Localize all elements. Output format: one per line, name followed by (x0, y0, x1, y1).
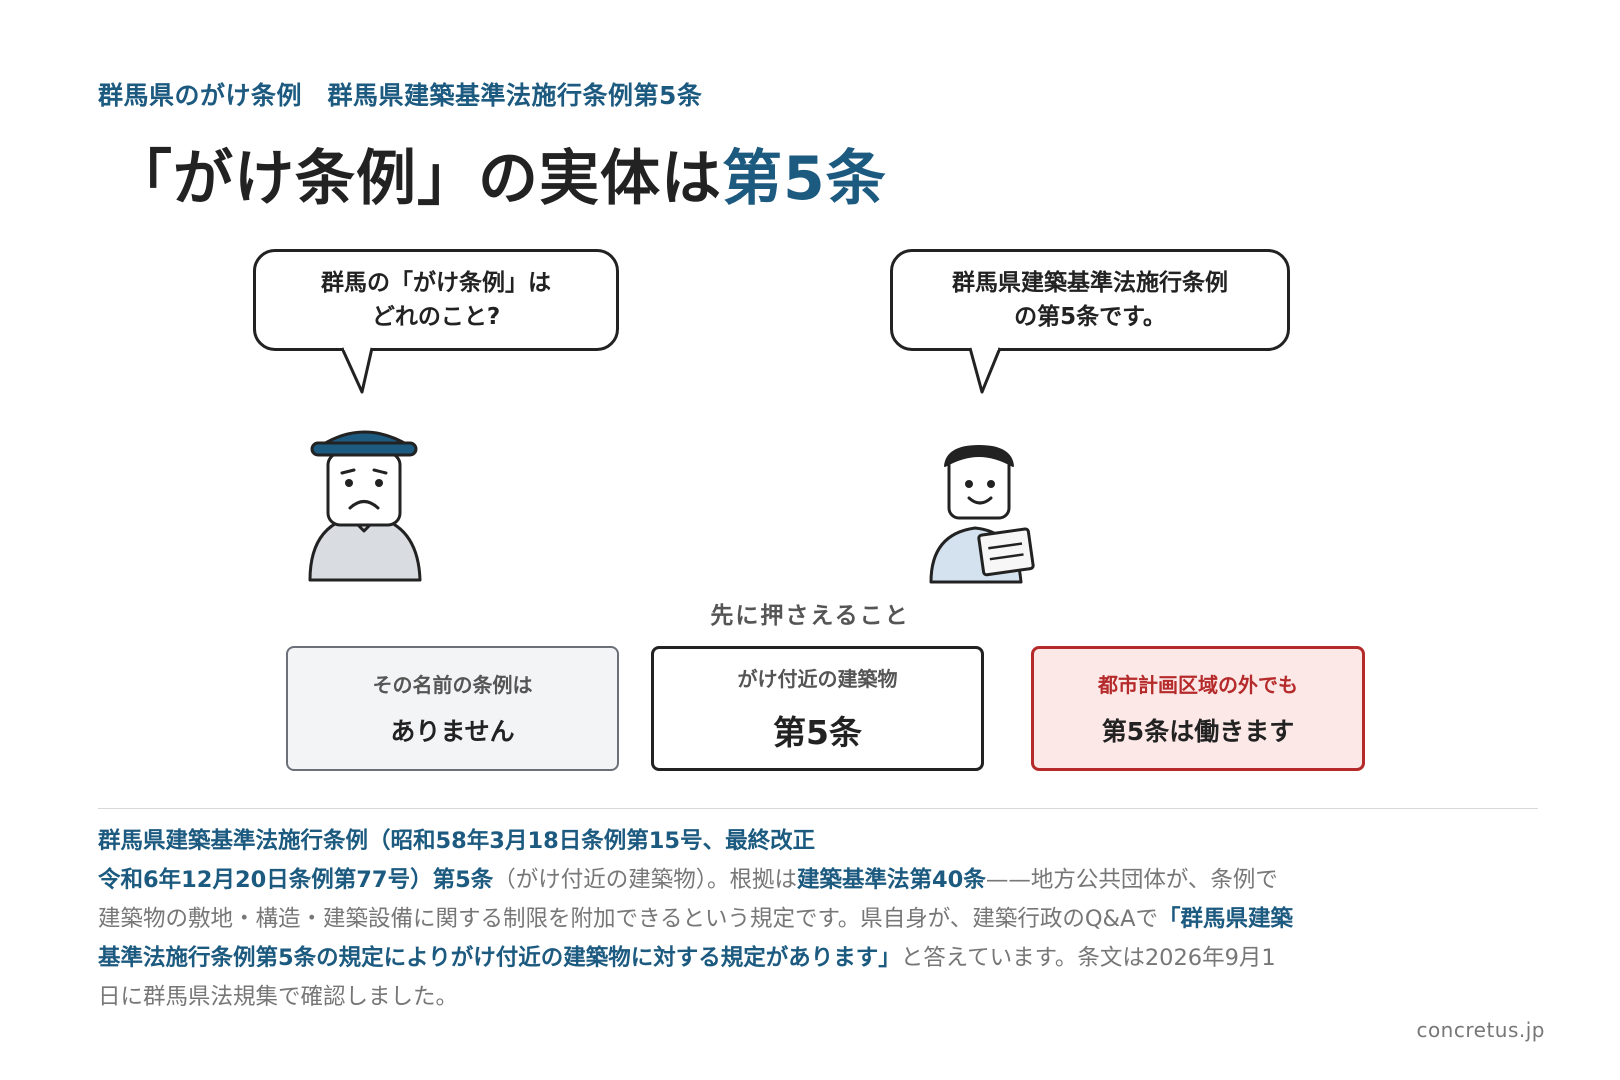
card-value: ありません (390, 717, 515, 746)
title-accent: 第5条 (722, 144, 887, 214)
card-caption: 都市計画区域の外でも (1098, 673, 1298, 697)
prefecture-quote: 「群馬県建築基準法施行条例第5条の規定によりがけ付近の建築物に対する規定がありま… (98, 906, 1294, 971)
speech-bubble-question: 群馬の「がけ条例」は どれのこと? (253, 249, 619, 351)
body-text-segment: ——地方公共団体が、条例で建築物の敷地・構造・建築設備に関する制限を附加できると… (98, 867, 1278, 932)
card-caption: その名前の条例は (372, 673, 533, 697)
card-article-5: がけ付近の建築物 第5条 (651, 646, 984, 771)
ordinance-name: 群馬県建築基準法施行条例（昭和58年3月18日条例第15号、最終改正 (98, 828, 816, 854)
bubble-line: 群馬の「がけ条例」は (321, 270, 551, 296)
bubble-line: 群馬県建築基準法施行条例 (952, 270, 1228, 296)
worried-person-with-hat-icon (308, 430, 422, 582)
law-reference: 建築基準法第40条 (797, 867, 986, 893)
speech-bubble-answer: 群馬県建築基準法施行条例 の第5条です。 (890, 249, 1290, 351)
card-value: 第5条は働きます (1101, 717, 1295, 746)
divider (98, 808, 1538, 809)
body-text-segment: と答えています。条文は2026年9月1日に群馬県法規集で確認しました。 (98, 945, 1276, 1010)
kicker-text: 群馬県のがけ条例 群馬県建築基準法施行条例第5条 (98, 81, 703, 110)
page-title: 「がけ条例」の実体は第5条 (112, 130, 887, 217)
speech-tail-left-icon (340, 346, 374, 394)
explanation-paragraph: 群馬県建築基準法施行条例（昭和58年3月18日条例第15号、最終改正令和6年12… (98, 822, 1298, 1017)
card-no-such-ordinance: その名前の条例は ありません (286, 646, 619, 771)
section-label: 先に押さえること (710, 603, 910, 629)
smiling-person-with-document-icon (929, 445, 1035, 584)
card-outside-planning-area: 都市計画区域の外でも 第5条は働きます (1031, 646, 1365, 771)
card-caption: がけ付近の建築物 (737, 667, 898, 691)
ordinance-amendment: 令和6年12月20日条例第77号）第5条 (98, 867, 494, 893)
bubble-line: の第5条です。 (1014, 304, 1166, 330)
speech-tail-right-icon (968, 346, 1002, 394)
title-main: 「がけ条例」の実体は (112, 144, 722, 214)
site-credit: concretus.jp (1416, 1018, 1545, 1042)
body-text-segment: （がけ付近の建築物）。根拠は (493, 867, 798, 893)
bubble-line: どれのこと? (371, 304, 501, 330)
card-value: 第5条 (773, 713, 862, 752)
